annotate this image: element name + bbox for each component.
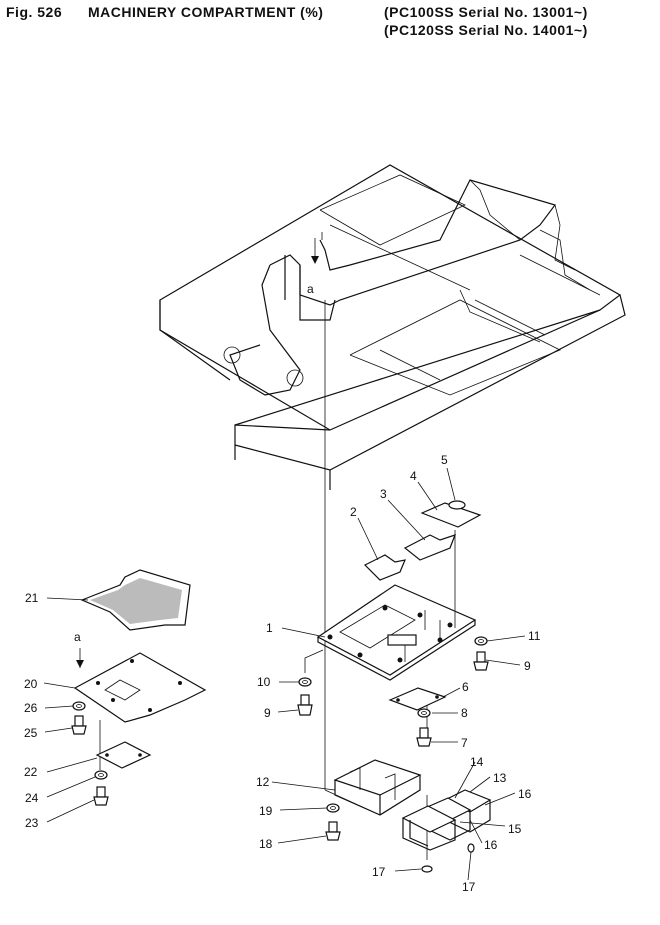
callout-labels: 1 2 3 4 5 6 7 8 9 9 10 11 12 13 14 15 16… xyxy=(24,453,541,894)
callout-12: 12 xyxy=(256,775,270,789)
serial-range-pc100ss: (PC100SS Serial No. 13001~) xyxy=(384,4,588,20)
callout-26: 26 xyxy=(24,701,38,715)
pad-part-2 xyxy=(363,554,406,581)
callout-23: 23 xyxy=(25,816,39,830)
cover-plate-part-1 xyxy=(316,584,477,681)
callout-11: 11 xyxy=(528,629,541,643)
bolt-part-18 xyxy=(325,821,341,841)
callout-24: 24 xyxy=(25,791,39,805)
view-arrow-a-left xyxy=(76,648,84,668)
callout-4: 4 xyxy=(410,469,417,483)
mat-part-21 xyxy=(80,569,191,631)
guide-line-10 xyxy=(304,649,324,673)
callout-16-lower: 16 xyxy=(484,838,498,852)
bolt-part-25 xyxy=(71,715,87,735)
callout-8: 8 xyxy=(461,706,468,720)
callout-17-right: 17 xyxy=(462,880,476,894)
washer-part-17 xyxy=(421,865,433,873)
callout-17-left: 17 xyxy=(372,865,386,879)
callout-19: 19 xyxy=(259,804,273,818)
callout-2: 2 xyxy=(350,505,357,519)
callout-3: 3 xyxy=(380,487,387,501)
callout-6: 6 xyxy=(462,680,469,694)
view-marker-a-left: a xyxy=(74,630,81,644)
revolving-frame xyxy=(159,164,626,490)
washer-part-16 xyxy=(467,843,475,853)
figure-title: MACHINERY COMPARTMENT (%) xyxy=(88,4,324,20)
leader-lines xyxy=(43,467,526,881)
callout-25: 25 xyxy=(24,726,38,740)
callout-1: 1 xyxy=(266,621,273,635)
callout-5: 5 xyxy=(441,453,448,467)
callout-9-right: 9 xyxy=(524,659,531,673)
washer-part-11 xyxy=(474,636,488,646)
plate-part-22 xyxy=(95,741,152,769)
bolt-part-9-right xyxy=(473,651,489,671)
callout-7: 7 xyxy=(461,736,468,750)
callout-10: 10 xyxy=(257,675,271,689)
view-marker-a: a xyxy=(307,282,314,296)
serial-range-pc120ss: (PC120SS Serial No. 14001~) xyxy=(384,22,588,38)
callout-18: 18 xyxy=(259,837,273,851)
callout-22: 22 xyxy=(24,765,38,779)
washer-part-19 xyxy=(326,803,340,813)
figure-number: Fig. 526 xyxy=(6,4,63,20)
bolt-part-23 xyxy=(93,786,109,806)
callout-21: 21 xyxy=(25,591,39,605)
washer-part-26 xyxy=(72,701,86,711)
callout-9-left: 9 xyxy=(264,706,271,720)
callout-20: 20 xyxy=(24,677,38,691)
plate-part-6 xyxy=(388,687,447,711)
bolt-part-9-left xyxy=(297,694,313,716)
box-cover-part-15 xyxy=(401,805,457,851)
bolt-part-7 xyxy=(416,727,432,747)
view-arrow-a-frame xyxy=(311,232,323,264)
washer-part-10 xyxy=(298,677,312,687)
washer-part-24 xyxy=(94,770,108,780)
washer-part-5 xyxy=(448,500,466,510)
callout-13: 13 xyxy=(493,771,507,785)
callout-14: 14 xyxy=(470,755,484,769)
callout-15: 15 xyxy=(508,822,522,836)
washer-part-8 xyxy=(417,708,431,718)
callout-16-upper: 16 xyxy=(518,787,532,801)
pad-part-3 xyxy=(403,534,457,561)
plate-part-20 xyxy=(73,652,207,723)
